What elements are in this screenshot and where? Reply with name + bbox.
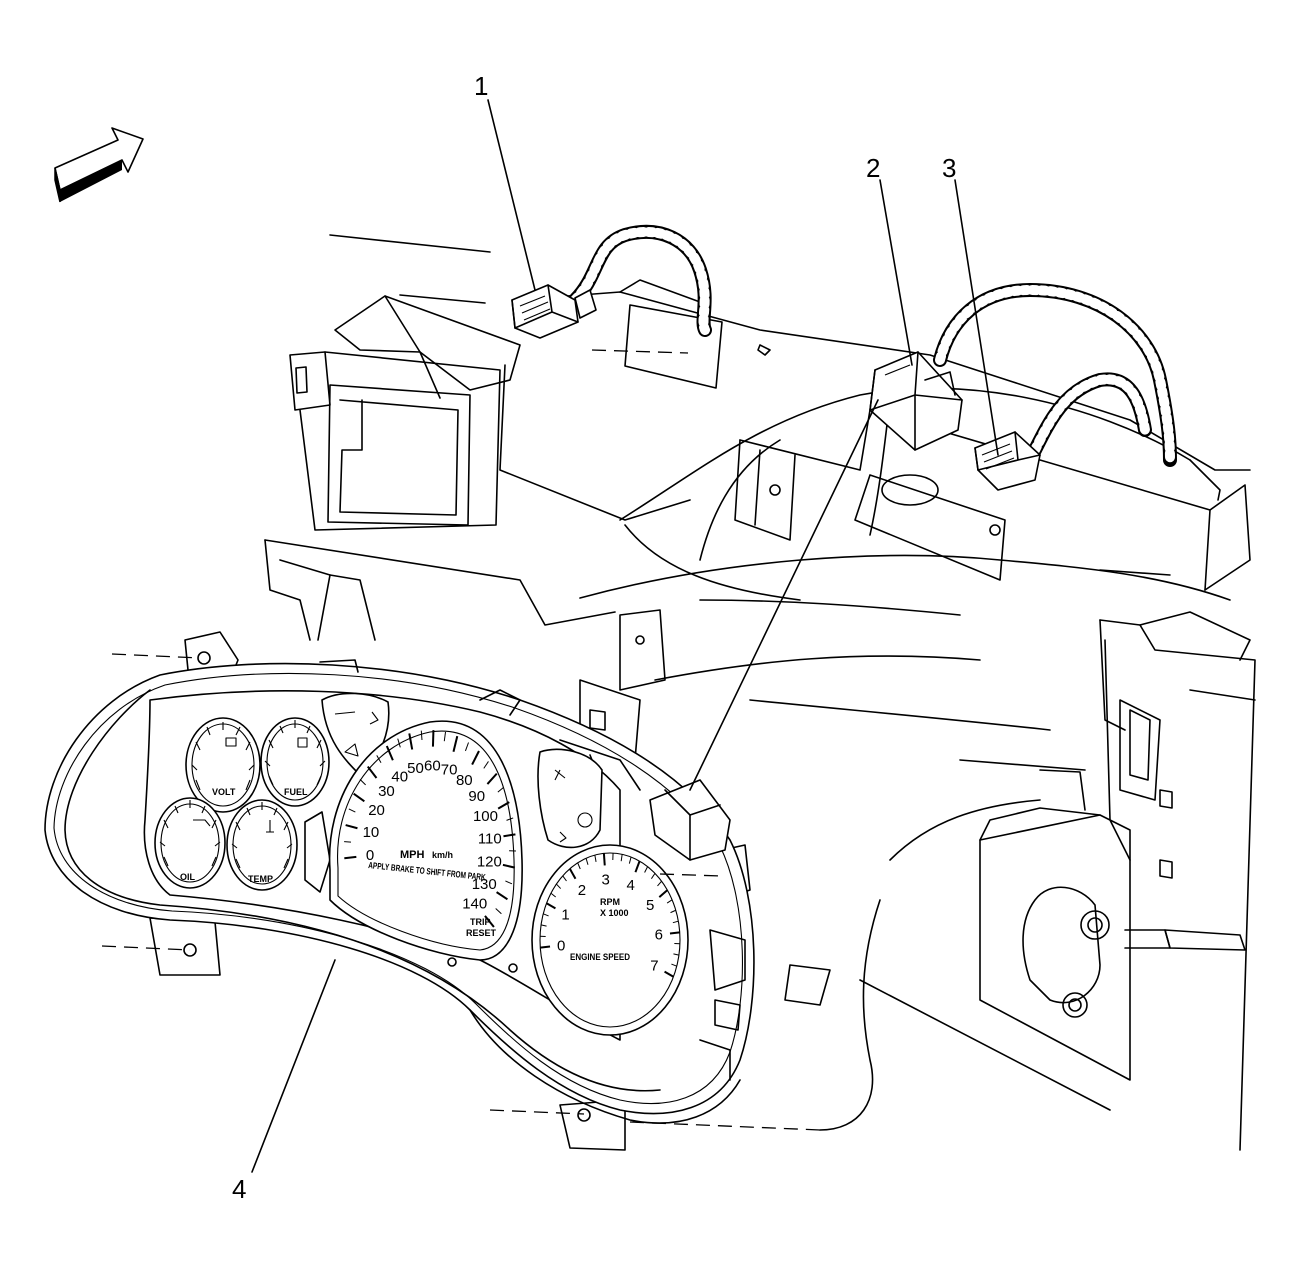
tachometer-scale-label: 4 [627,877,635,894]
temp-label: TEMP [248,874,273,884]
fuel-label: FUEL [284,787,308,797]
tachometer-scale-label: 5 [646,897,654,914]
speedometer-scale-label: 60 [424,757,441,774]
temp-gauge: TEMP [227,800,297,890]
speedometer-scale-label: 90 [468,788,485,805]
view-direction-arrow-icon [55,128,143,202]
volt-gauge: VOLT [186,718,260,812]
speedometer-units: MPH [400,849,425,861]
speedometer-scale-label: 50 [407,760,424,777]
speedometer-scale-label: 70 [441,762,458,779]
callout-4: 4 [232,1174,246,1204]
reset-label: RESET [466,928,497,938]
tachometer-scale-label: 2 [578,882,586,899]
callout-2: 2 [866,153,880,183]
oil-gauge: OIL [155,798,225,888]
speedometer-scale-label: 20 [368,802,385,819]
speedometer-scale-label: 40 [391,769,408,786]
speedometer-scale-label: 80 [456,772,473,789]
callout-1: 1 [474,71,488,101]
tachometer-scale-label: 3 [602,871,610,888]
speedometer-scale-label: 100 [473,808,498,825]
tachometer-scale-label: 0 [557,937,565,954]
tachometer-scale-tick [540,947,550,948]
speedometer-scale-label: 110 [478,830,502,847]
tachometer-multiplier: X 1000 [600,908,629,918]
connector-2 [870,352,962,450]
speedometer-units-metric: km/h [432,850,453,860]
tachometer-caption: ENGINE SPEED [570,952,630,962]
speedometer-scale-label: 120 [477,854,502,871]
wiring-harness-2-3 [940,290,1170,460]
speedometer-scale-tick [344,842,351,843]
connector-3 [975,432,1040,490]
oil-label: OIL [180,872,196,882]
trip-label: TRIP [470,917,491,927]
volt-label: VOLT [212,787,236,797]
speedometer-scale-label: 140 [462,895,487,912]
instrument-cluster: VOLT FUEL OIL TEMP [45,632,754,1150]
callout-3: 3 [942,153,956,183]
tachometer-scale-tick [670,932,680,933]
tachometer-units: RPM [600,897,620,907]
connector-1 [512,285,596,338]
fuel-gauge: FUEL [261,718,329,806]
speedometer-scale-label: 10 [363,824,380,841]
speedometer-scale-tick [421,731,422,740]
tachometer-scale-tick [604,853,605,865]
tachometer-scale-label: 1 [561,906,569,923]
tachometer-scale-label: 7 [650,958,658,975]
tachometer-scale-label: 6 [655,927,663,944]
